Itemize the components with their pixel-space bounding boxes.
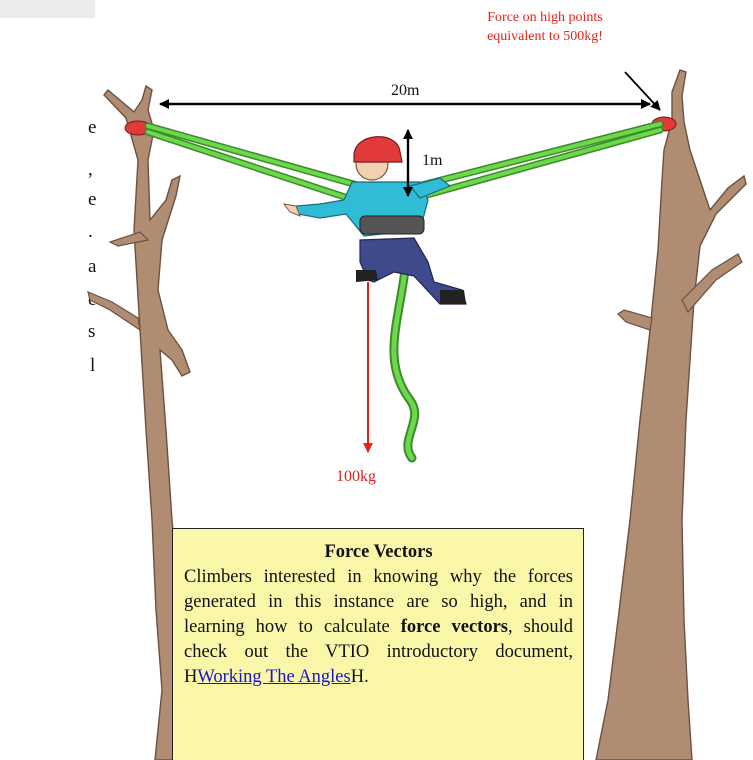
left-tree bbox=[87, 84, 206, 760]
info-box: Force Vectors Climbers interested in kno… bbox=[172, 528, 584, 760]
load-label: 100kg bbox=[336, 468, 376, 485]
text-fragment: a bbox=[88, 256, 97, 277]
text-fragment: e bbox=[88, 189, 97, 210]
climber-boot bbox=[356, 270, 378, 282]
span-label: 20m bbox=[391, 82, 420, 99]
right-tree bbox=[595, 69, 747, 760]
right-tree-trunk bbox=[595, 69, 747, 760]
climber-hand bbox=[282, 203, 301, 217]
text-fragment: l bbox=[90, 355, 96, 376]
info-box-bold-term: force vectors bbox=[400, 617, 508, 637]
left-tree-branch bbox=[87, 290, 141, 332]
callout-line: equivalent to 500kg! bbox=[487, 29, 603, 44]
climber-boot bbox=[440, 290, 466, 304]
helmet-icon bbox=[353, 136, 403, 163]
info-box-body: Climbers interested in knowing why the f… bbox=[184, 565, 573, 690]
working-the-angles-link[interactable]: Working The Angles bbox=[197, 667, 351, 687]
callout-arrow bbox=[624, 71, 661, 111]
info-box-text: Climbers interested in knowing why the f… bbox=[184, 567, 573, 637]
info-box-text: , should check out the VTIO introductory… bbox=[184, 617, 573, 662]
text-fragment: e bbox=[88, 117, 97, 138]
text-fragment: , bbox=[88, 159, 93, 180]
left-tree-trunk bbox=[103, 84, 206, 760]
link-suffix: H. bbox=[350, 667, 369, 687]
corner-strip bbox=[0, 0, 95, 18]
right-tree-branch bbox=[617, 309, 653, 331]
left-tree-branch bbox=[108, 231, 150, 247]
climber-harness bbox=[359, 215, 425, 235]
climber-figure bbox=[282, 136, 467, 305]
text-fragment: . bbox=[88, 221, 93, 242]
callout-line: Force on high points bbox=[487, 10, 603, 25]
text-fragment: s bbox=[88, 321, 96, 342]
force-callout: Force on high points equivalent to 500kg… bbox=[430, 8, 660, 46]
climber-arm bbox=[408, 177, 452, 199]
right-tree-branch bbox=[681, 253, 743, 314]
link-prefix: H bbox=[184, 667, 198, 687]
info-box-title: Force Vectors bbox=[324, 542, 433, 562]
drop-label: 1m bbox=[422, 152, 443, 169]
